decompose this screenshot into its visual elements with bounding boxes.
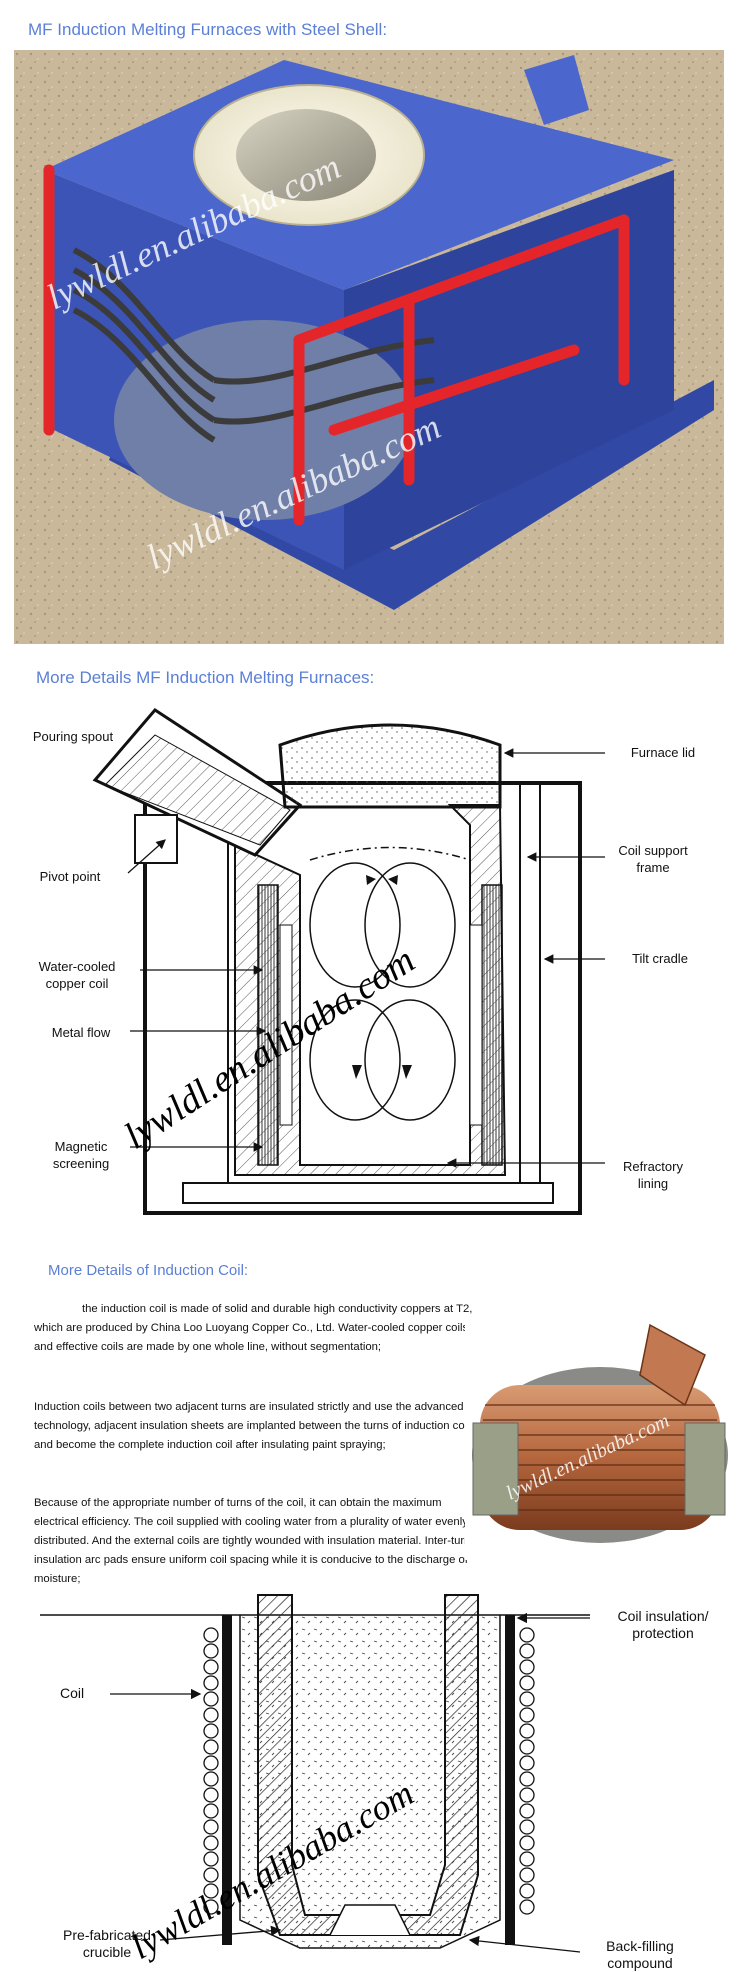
section2-heading: More Details MF Induction Melting Furnac… <box>36 668 375 687</box>
label-pre-fabricated-crucible: Pre-fabricated crucible <box>63 1927 151 1960</box>
label-furnace-lid: Furnace lid <box>630 745 696 760</box>
label-pivot-point: Pivot point <box>39 869 101 884</box>
label-magnetic-screening: Magnetic screening <box>52 1139 110 1171</box>
section1-heading: MF Induction Melting Furnaces with Steel… <box>28 20 388 39</box>
section3-heading: More Details of Induction Coil: <box>48 1262 249 1279</box>
coil-paragraph-1: the induction coil is made of solid and … <box>34 1303 473 1353</box>
label-coil-support-frame: Coil support frame <box>618 843 688 875</box>
induction-coil-photo: lywldl.en.alibaba.com <box>465 1315 735 1560</box>
label-back-filling-compound: Back-filling compound <box>606 1938 674 1971</box>
label-coil-insulation: Coil insulation/ protection <box>617 1608 709 1641</box>
steel-shell-furnace-render: lywldl.en.alibaba.com lywldl.en.alibaba.… <box>14 50 724 644</box>
label-pouring-spout: Pouring spout <box>32 729 114 744</box>
label-tilt-cradle: Tilt cradle <box>632 951 688 966</box>
coil-paragraph-2: Induction coils between two adjacent tur… <box>34 1401 470 1451</box>
furnace-cross-section-diagram: lywldl.en.alibaba.com <box>92 708 605 1215</box>
label-water-cooled-copper-coil: Water-cooled copper coil <box>38 959 116 991</box>
label-refractory-lining: Refractory lining <box>623 1159 683 1191</box>
coil-paragraph-3: Because of the appropriate number of tur… <box>34 1497 471 1585</box>
coil-crucible-diagram: lywldl.en.alibaba.com <box>40 1594 590 1967</box>
label-coil: Coil <box>60 1685 85 1701</box>
label-metal-flow: Metal flow <box>51 1025 111 1040</box>
